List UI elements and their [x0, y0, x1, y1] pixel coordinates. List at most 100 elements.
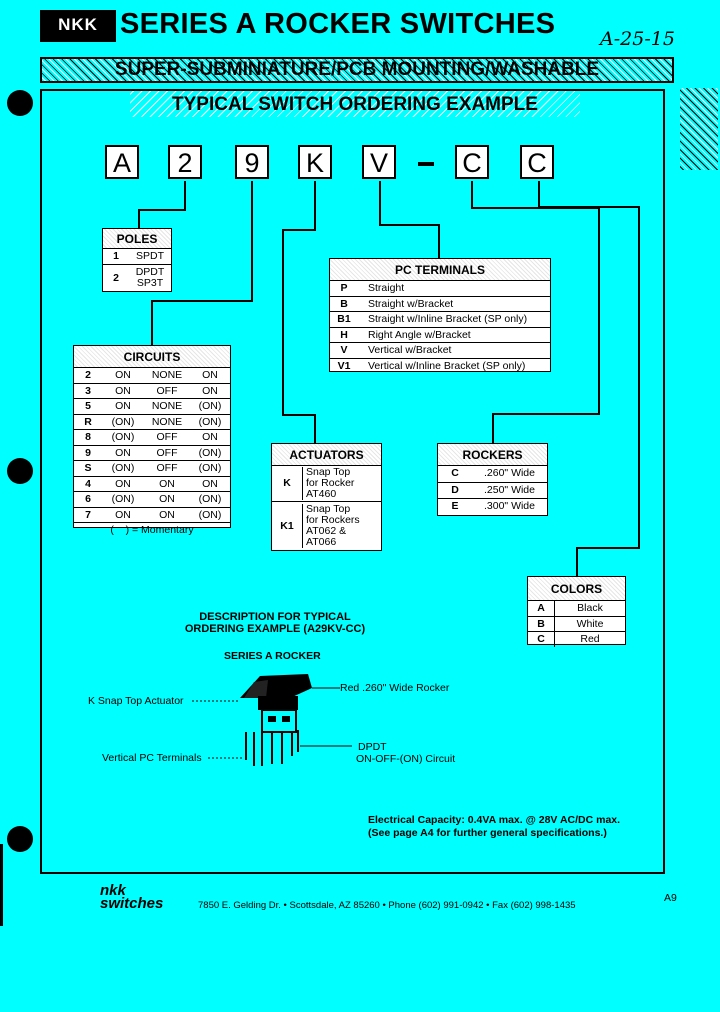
circuit-pos3: ON — [202, 384, 218, 397]
pole-desc: SPDT — [135, 250, 164, 262]
connector-line — [251, 181, 253, 301]
electrical-line1: Electrical Capacity: 0.4VA max. @ 28V AC… — [368, 814, 621, 826]
terminal-desc: Straight w/Bracket — [368, 297, 454, 310]
circuit-pos2: ON — [159, 477, 175, 490]
connector-line — [151, 300, 253, 302]
connector-line — [598, 207, 600, 415]
circuit-code: 7 — [85, 508, 91, 521]
pc-terminals-table: PC TERMINALS P Straight B Straight w/Bra… — [329, 258, 551, 372]
example-frame — [40, 89, 665, 874]
circuits-footnote: ( ) = Momentary — [110, 524, 194, 536]
pc-terminals-title: PC TERMINALS — [330, 259, 550, 281]
example-title: TYPICAL SWITCH ORDERING EXAMPLE — [130, 91, 580, 117]
connector-line — [151, 300, 153, 346]
description-title-line1: DESCRIPTION FOR TYPICAL — [199, 611, 351, 623]
switch-illustration — [192, 674, 352, 766]
terminal-code: B1 — [337, 313, 351, 325]
circuit-pos3: (ON) — [198, 400, 222, 412]
nkk-logo: NKK — [40, 10, 116, 42]
circuit-pos3: ON — [202, 431, 218, 443]
circuit-code: 8 — [85, 431, 91, 443]
circuit-pos2: ON — [159, 493, 175, 505]
table-row: K1 Snap Top for Rockers AT062 & AT066 — [272, 502, 381, 550]
switch-body — [261, 709, 297, 733]
code-circuit: 9 — [235, 145, 269, 179]
poles-table: POLES 1 SPDT 2 DPDT SP3T — [102, 228, 172, 292]
circuit-pos1: ON — [115, 508, 131, 521]
table-row: C Red — [528, 632, 625, 647]
table-row: 8 (ON) OFF ON — [74, 430, 230, 446]
terminal-desc: Vertical w/Inline Bracket (SP only) — [368, 359, 526, 372]
table-row: 2 DPDT SP3T — [103, 265, 171, 291]
pole-code: 1 — [113, 250, 119, 262]
circuit-pos3: ON — [202, 477, 218, 490]
connector-line — [538, 206, 639, 208]
connector-line — [282, 414, 316, 416]
table-row: B Straight w/Bracket — [330, 297, 550, 312]
circuits-title: CIRCUITS — [74, 346, 230, 368]
table-row: D .250" Wide — [438, 483, 547, 499]
table-row: 6 (ON) ON (ON) — [74, 492, 230, 508]
actuators-table: ACTUATORS K Snap Top for Rocker AT460 K1… — [271, 443, 382, 551]
code-rocker: C — [455, 145, 489, 179]
rocker-desc: .260" Wide — [483, 467, 535, 479]
code-actuator: K — [298, 145, 332, 179]
terminal-code: B — [340, 297, 348, 310]
rocker-code: E — [451, 500, 459, 512]
table-row: 9 ON OFF (ON) — [74, 446, 230, 461]
connector-line — [314, 181, 316, 230]
terminal-desc: Straight — [368, 282, 405, 294]
scan-edge-mark — [0, 844, 3, 926]
rocker-desc: .250" Wide — [483, 483, 535, 496]
footer-address: 7850 E. Gelding Dr. • Scottsdale, AZ 852… — [198, 900, 576, 911]
circuit-pos2: NONE — [151, 369, 183, 381]
colors-table: COLORS A Black B White C Red — [527, 576, 626, 647]
circuit-code: 3 — [85, 384, 91, 397]
footer-logo: nkk switches — [100, 882, 164, 912]
circuit-code: 2 — [85, 369, 91, 381]
footer-logo-bottom: switches — [100, 895, 164, 912]
actuator-shape — [258, 696, 298, 710]
circuit-callout-line1: DPDT — [358, 741, 387, 753]
circuit-pos1: ON — [115, 384, 131, 397]
table-row: V1 Vertical w/Inline Bracket (SP only) — [330, 359, 550, 374]
terminal-code: P — [340, 282, 348, 294]
circuit-pos1: ON — [115, 400, 131, 412]
connector-line — [576, 547, 578, 577]
circuit-code: 9 — [85, 446, 91, 459]
table-row: P Straight — [330, 281, 550, 297]
footer-logo-top: nkk — [100, 882, 126, 899]
connector-line — [379, 181, 381, 225]
terminal-code: H — [340, 328, 348, 341]
page-title: SERIES A ROCKER SWITCHES — [120, 8, 556, 40]
terminal-desc: Vertical w/Bracket — [368, 344, 452, 356]
circuit-pos2: OFF — [156, 384, 178, 397]
circuits-table: CIRCUITS 2 ON NONE ON 3 ON OFF ON 5 ON N… — [73, 345, 231, 536]
circuit-pos2: OFF — [156, 446, 178, 459]
table-row: 2 ON NONE ON — [74, 368, 230, 384]
connector-line — [471, 207, 600, 209]
rockers-title: ROCKERS — [438, 444, 547, 466]
code-separator — [418, 162, 434, 166]
description-title: DESCRIPTION FOR TYPICAL ORDERING EXAMPLE… — [150, 611, 400, 635]
circuit-pos2: OFF — [156, 462, 178, 474]
circuit-pos3: (ON) — [198, 415, 222, 428]
binder-hole — [7, 90, 33, 116]
table-row: B White — [528, 616, 625, 632]
circuit-pos1: ON — [115, 446, 131, 459]
binder-hole — [7, 458, 33, 484]
circuit-pos3: (ON) — [198, 493, 222, 505]
code-terminal: V — [362, 145, 396, 179]
circuit-pos3: (ON) — [198, 508, 222, 521]
binder-hole — [7, 826, 33, 852]
actuator-callout: K Snap Top Actuator — [88, 695, 184, 707]
connector-line — [471, 181, 473, 209]
series-label: SERIES A ROCKER — [224, 650, 321, 662]
rockers-table: ROCKERS C .260" Wide D .250" Wide E .300… — [437, 443, 548, 516]
connector-line — [314, 414, 316, 444]
table-row: C .260" Wide — [438, 466, 547, 483]
connector-line — [184, 181, 186, 211]
circuit-code: 5 — [85, 400, 91, 412]
code-color: C — [520, 145, 554, 179]
connector-line — [638, 206, 640, 548]
